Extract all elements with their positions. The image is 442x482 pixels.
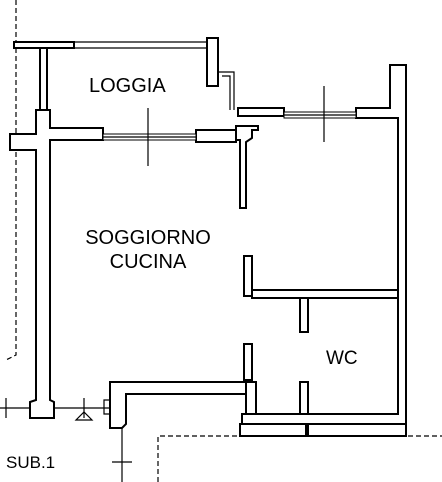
- room-label-soggiorno-cucina: SOGGIORNO CUCINA: [60, 226, 236, 274]
- room-label-loggia: LOGGIA: [89, 75, 166, 97]
- windows: [102, 111, 357, 141]
- loggia-railing: [13, 37, 235, 111]
- axis-markers: [0, 86, 325, 482]
- outer-walls: [9, 64, 407, 437]
- unit-label: SUB.1: [6, 453, 56, 472]
- room-label-wc: WC: [326, 348, 358, 369]
- room-label-line-1: SOGGIORNO: [85, 227, 211, 249]
- interior-walls: [235, 125, 399, 415]
- room-label-line-2: CUCINA: [109, 251, 187, 273]
